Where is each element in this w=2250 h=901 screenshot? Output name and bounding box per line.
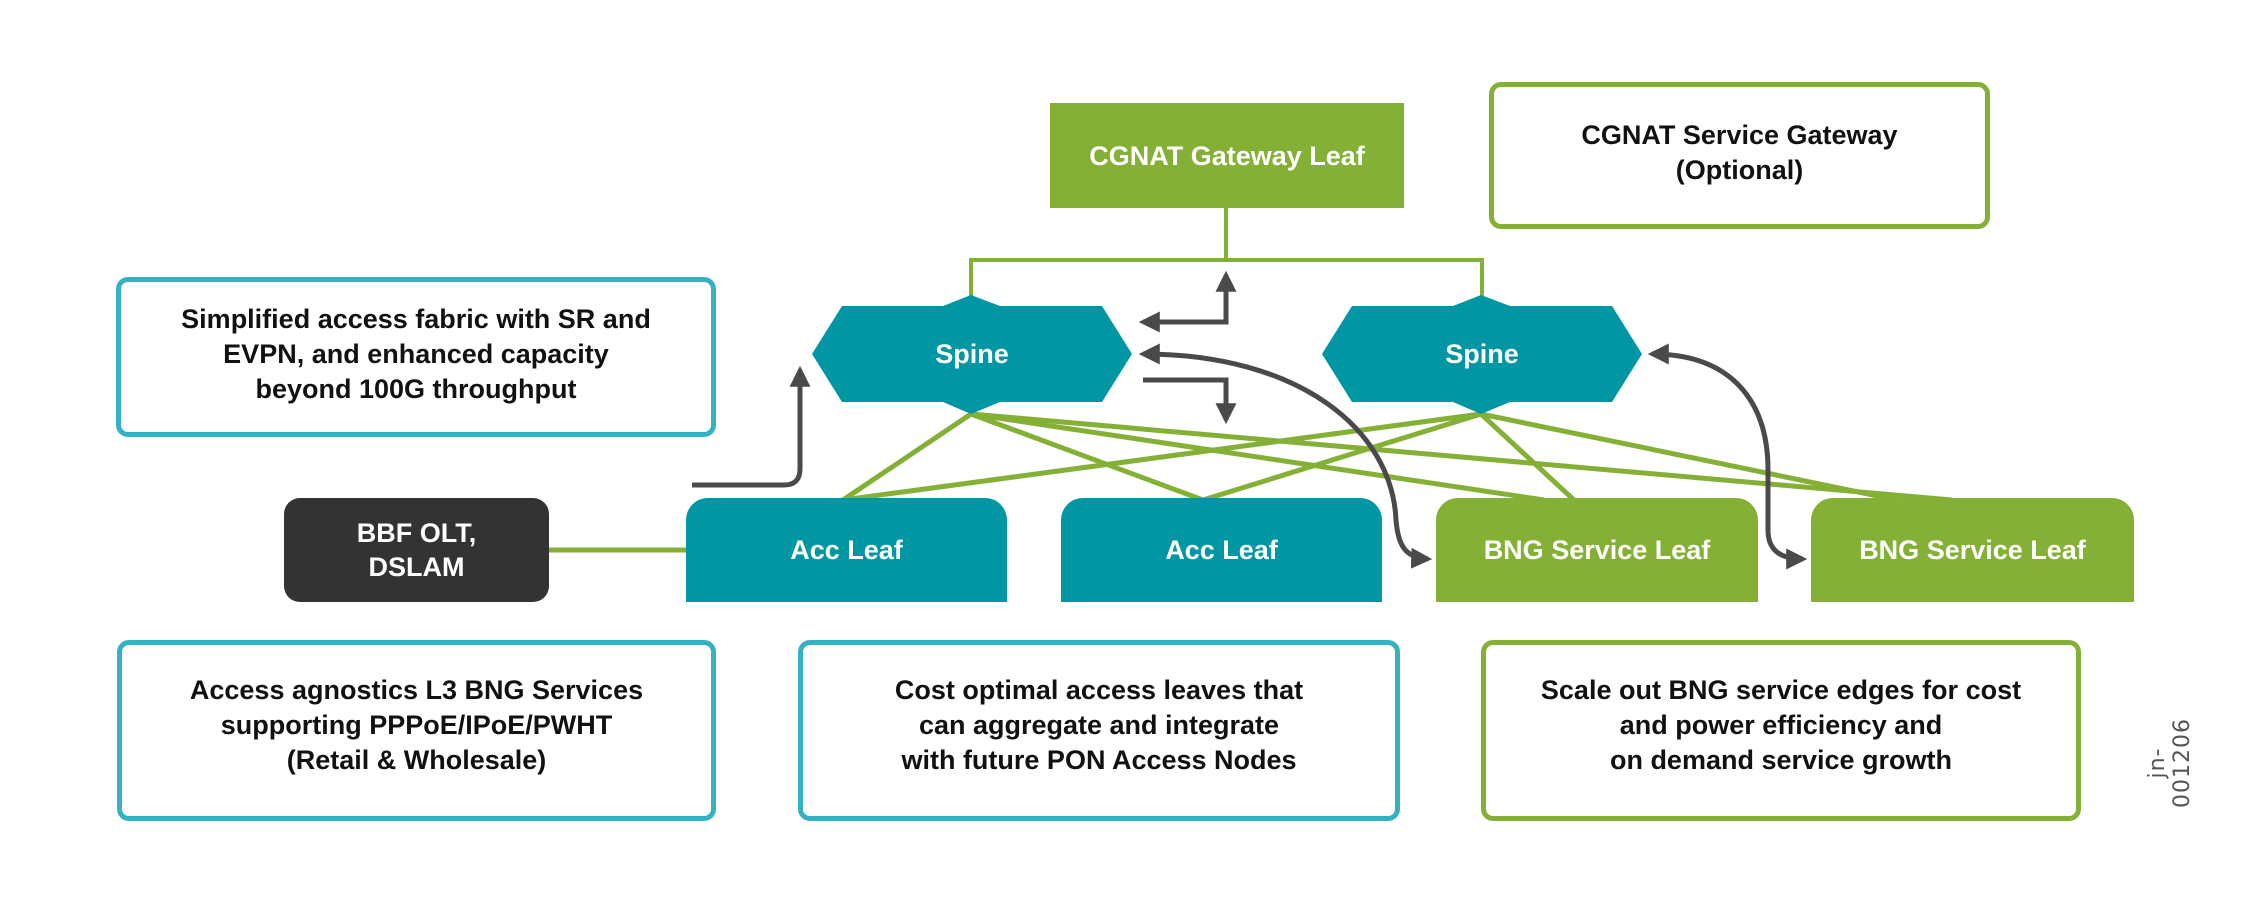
arrow-spine-to-down [1143, 377, 1237, 425]
cgnat-service-gateway-text: CGNAT Service Gateway (Optional) [1581, 119, 1898, 185]
fabric-description-text: Simplified access fabric with SR and EVP… [181, 303, 651, 404]
arrow-spine2-bng2 [1647, 343, 1808, 570]
acc-leaf-1[interactable]: Acc Leaf [686, 498, 1007, 602]
bng-services-description-box [117, 640, 716, 821]
arrow-olt-to-spine [692, 365, 811, 488]
spine-2-text: Spine [1445, 339, 1519, 369]
bbf-olt-label: BBF OLT, DSLAM [356, 518, 477, 582]
cgnat-service-gateway-label: CGNAT Service Gateway (Optional) [1489, 82, 1990, 229]
spine-1-shape[interactable] [812, 295, 1132, 414]
spine-2-label: Spine [1352, 330, 1612, 378]
access-leaves-description: Cost optimal access leaves that can aggr… [798, 640, 1400, 821]
access-leaves-description-text: Cost optimal access leaves that can aggr… [894, 675, 1304, 775]
link-cgnat-to-spines [969, 258, 1484, 296]
acc-leaf-2[interactable]: Acc Leaf [1061, 498, 1382, 602]
access-leaves-description-box [798, 640, 1400, 821]
bng-service-leaf-2-label: BNG Service Leaf [1859, 535, 2086, 565]
spine-1-text: Spine [935, 339, 1009, 369]
fabric-description: Simplified access fabric with SR and EVP… [116, 277, 716, 437]
bng-service-leaf-2[interactable]: BNG Service Leaf [1811, 498, 2134, 602]
cgnat-spine-links [969, 208, 1484, 296]
cgnat-service-gateway-box[interactable] [1489, 82, 1990, 229]
bng-services-description-text: Access agnostics L3 BNG Services support… [189, 675, 644, 775]
cgnat-gateway-leaf[interactable]: CGNAT Gateway Leaf [1050, 103, 1404, 208]
flow-arrows [692, 270, 1808, 570]
fabric-description-box [116, 277, 716, 437]
scale-out-description: Scale out BNG service edges for cost and… [1481, 640, 2081, 821]
arrow-cgnat-to-spine [1138, 270, 1237, 333]
bbf-olt-dslam[interactable]: BBF OLT, DSLAM [284, 498, 549, 602]
bng-services-description: Access agnostics L3 BNG Services support… [117, 640, 716, 821]
scale-out-description-box [1481, 640, 2081, 821]
bng-service-leaf-1-label: BNG Service Leaf [1483, 535, 1711, 565]
link-spine2-bng1 [1479, 412, 1576, 502]
acc-leaf-2-label: Acc Leaf [1165, 535, 1278, 565]
link-spine2-bng2 [1480, 411, 1898, 503]
acc-leaf-1-label: Acc Leaf [790, 535, 903, 565]
arrow-spine1-bng1 [1138, 343, 1433, 569]
cgnat-gateway-leaf-label: CGNAT Gateway Leaf [1089, 140, 1365, 171]
scale-out-description-text: Scale out BNG service edges for cost and… [1540, 675, 2022, 775]
bng-service-leaf-1[interactable]: BNG Service Leaf [1436, 498, 1758, 602]
document-id: jn-001206 [2145, 718, 2195, 808]
spine-1-label: Spine [842, 330, 1102, 378]
link-spine1-acc1 [841, 411, 973, 503]
